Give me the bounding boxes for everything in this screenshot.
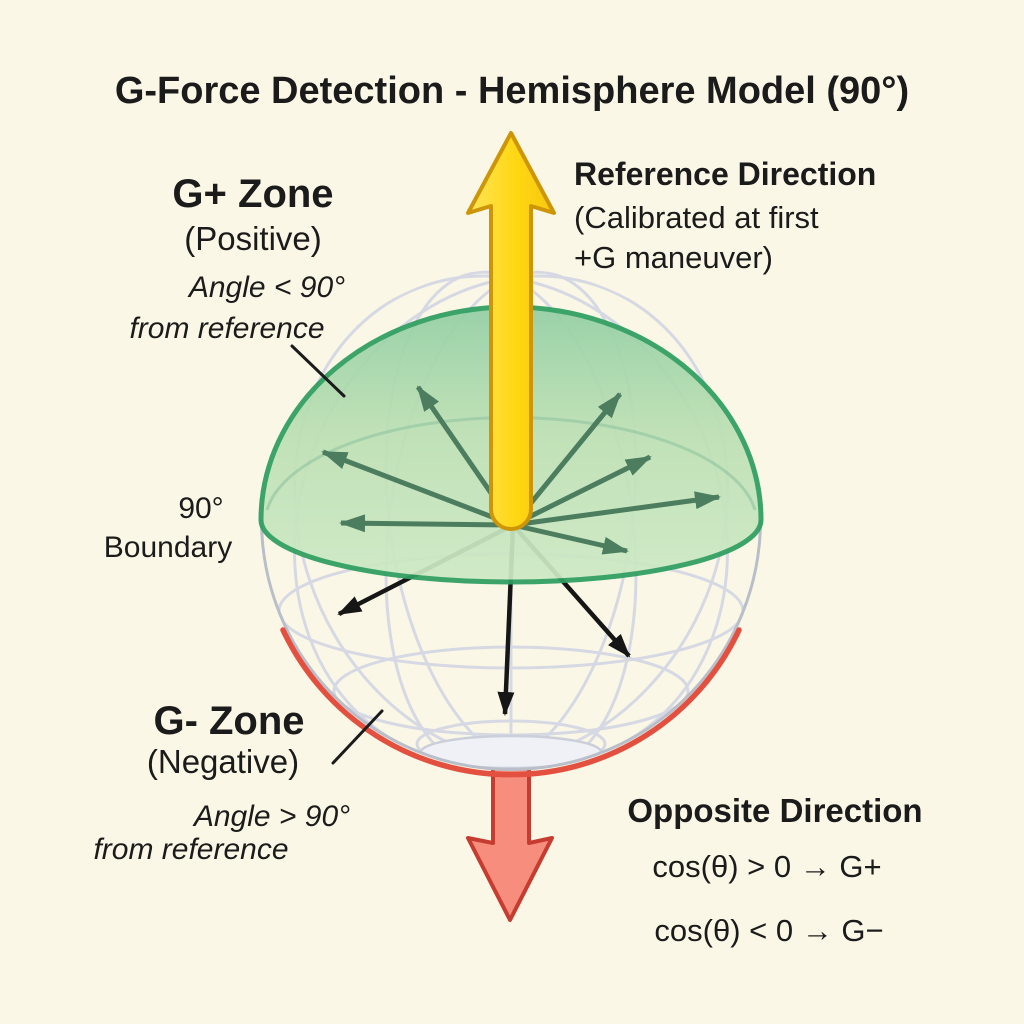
radial-arrow [321, 449, 514, 528]
radial-arrow [512, 522, 629, 555]
radial-arrow [511, 454, 652, 528]
bottom-cap-lens [419, 734, 603, 770]
reference-direction-arrow [466, 131, 556, 531]
boundary-arc-red [280, 627, 742, 778]
radial-arrow [339, 514, 514, 533]
gplus-condition-line1: Angle < 90° [187, 271, 345, 304]
reference-subtitle-line2: +G maneuver) [574, 240, 773, 275]
gminus-condition-line1: Angle > 90° [192, 800, 350, 833]
gminus-qualifier-label: (Negative) [147, 743, 299, 780]
boundary-label-line1: 90° [178, 492, 223, 525]
gplus-zone-label: G+ Zone [172, 172, 333, 216]
reference-direction-label: Reference Direction [574, 156, 876, 192]
opposite-equation-negative: cos(θ) < 0 → G− [654, 913, 883, 948]
sphere-silhouette [260, 519, 762, 771]
reference-subtitle-line1: (Calibrated at first [574, 200, 819, 235]
radial-arrow [512, 491, 721, 528]
boundary-label-line2: Boundary [104, 531, 232, 564]
opposite-equation-positive: cos(θ) > 0 → G+ [652, 849, 881, 884]
gminus-zone-label: G- Zone [153, 699, 304, 743]
gminus-condition-line2: from reference [93, 833, 288, 866]
opposite-direction-label: Opposite Direction [627, 792, 922, 829]
gplus-qualifier-label: (Positive) [184, 220, 322, 257]
opposite-direction-arrow [466, 760, 554, 922]
leader-line-negative [331, 709, 384, 765]
gplus-condition-line2: from reference [129, 312, 324, 345]
leader-line-positive [290, 344, 346, 398]
page-title: G-Force Detection - Hemisphere Model (90… [115, 70, 909, 112]
